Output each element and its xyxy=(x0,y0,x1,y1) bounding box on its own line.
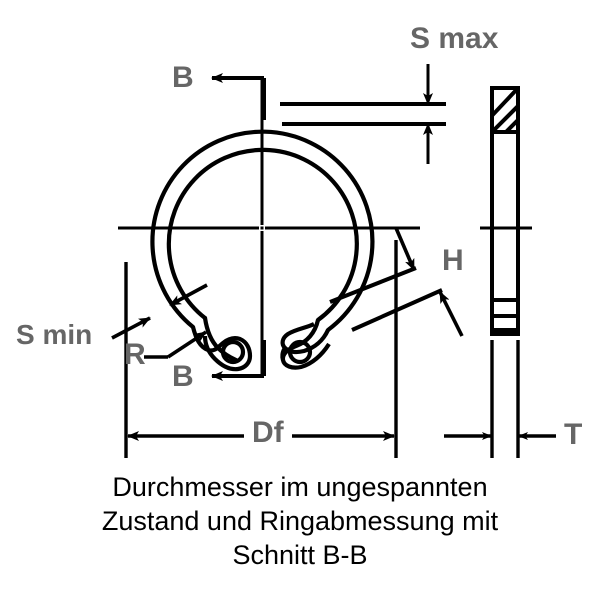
ring-inner-contour xyxy=(166,147,359,323)
dimension-s-max xyxy=(280,64,446,164)
dimension-df xyxy=(124,240,398,458)
label-b-top: B xyxy=(172,61,194,94)
section-b-b-view xyxy=(480,86,532,336)
label-s-max: S max xyxy=(410,22,499,55)
ring-lug-left-inner-flank xyxy=(202,315,239,363)
section-segment-highlight xyxy=(500,311,509,314)
section-outline xyxy=(490,86,520,336)
h-arrow-upper xyxy=(394,227,416,271)
label-h: H xyxy=(442,244,464,277)
label-b-bottom: B xyxy=(172,360,194,393)
figure-caption: Durchmesser im ungespannten Zustand und … xyxy=(101,472,499,570)
section-mark-b-top xyxy=(211,73,266,120)
ring-lug-right-closing-edge xyxy=(280,345,288,363)
label-s-min: S min xyxy=(16,319,93,350)
section-mark-b-bottom xyxy=(211,340,266,381)
ring-lug-right-hole xyxy=(287,339,313,365)
ring-lug-left-outline xyxy=(190,326,253,372)
s-min-arrow-inner xyxy=(169,283,208,307)
ring-outer-contour xyxy=(150,129,375,333)
h-reference-line-upper xyxy=(329,266,417,304)
label-df: Df xyxy=(252,416,284,449)
label-t: T xyxy=(564,418,583,451)
dimension-r xyxy=(144,330,207,359)
dimension-s-min xyxy=(111,283,208,340)
label-r: R xyxy=(124,338,146,371)
ring-front-view xyxy=(118,78,420,378)
r-leader-arrow xyxy=(167,330,207,359)
dimension-t xyxy=(444,340,556,458)
h-arrow-lower xyxy=(438,291,464,337)
ring-center-dot xyxy=(260,226,264,230)
section-segment-highlight-2 xyxy=(500,325,509,328)
s-min-arrow-outer xyxy=(111,316,151,340)
